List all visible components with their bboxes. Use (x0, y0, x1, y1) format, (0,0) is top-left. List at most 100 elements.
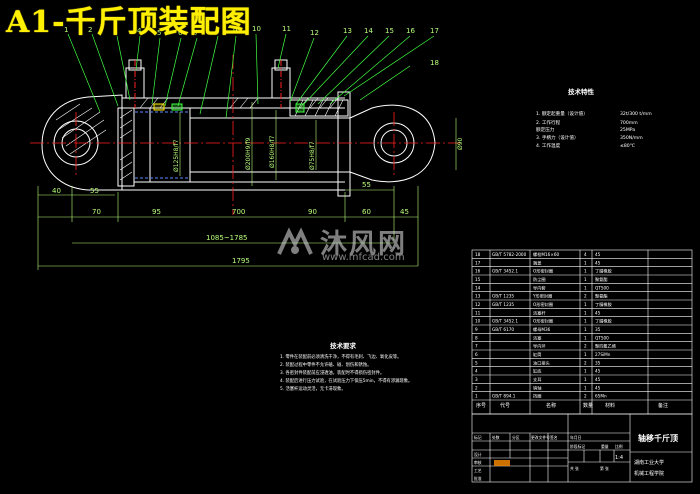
bom-cell-index: 1 (475, 394, 478, 399)
spec-value-2: 700mm (620, 120, 638, 126)
tb-label-scale: 比例 (615, 444, 623, 449)
bom-cell-name: 缸筒 (533, 351, 541, 358)
bom-cell-index: 16 (475, 269, 481, 274)
bom-cell-name: O形密封圈 (533, 268, 553, 275)
dim-40: 40 (52, 187, 61, 195)
bom-cell-qty: 2 (584, 360, 587, 365)
piston-seal-left (153, 103, 165, 111)
bom-cell-qty: 1 (584, 310, 587, 315)
bom-cell-qty: 1 (584, 285, 587, 290)
bom-cell-index: 3 (475, 377, 478, 382)
tb-label-count: 处数 (492, 435, 500, 440)
balloon-7: 7 (194, 29, 198, 37)
balloon-numbers: 1 2 3 4 5 6 7 8 9 10 11 12 13 14 15 16 1… (64, 25, 439, 67)
req-item-1: 1. 零件在装配前必须清洗干净，不得有毛刺、飞边、氧化皮等。 (280, 353, 401, 360)
dim-side-dia: Ø90 (457, 137, 464, 150)
spec-label-2: 2. 工作行程 (536, 119, 561, 126)
bom-cell-index: 12 (475, 302, 481, 307)
bom-cell-index: 8 (475, 335, 478, 340)
title-block-text: 标记 处数 分区 更改文件号 签名 年月日 设计 审核 工艺 批准 阶段标记 重… (474, 433, 678, 481)
bom-cell-material: 45 (595, 377, 601, 382)
bom-cell-material: 35 (595, 327, 601, 332)
bom-cell-name: 挡圈 (533, 393, 541, 400)
bom-cell-material: 45 (595, 260, 601, 265)
bom-cell-qty: 1 (584, 352, 587, 357)
dim-stroke-range: 1085~1785 (206, 234, 248, 242)
bom-cell-qty: 1 (584, 302, 587, 307)
bom-frame (471, 249, 693, 415)
bom-cell-material: 聚四氟乙烯 (595, 343, 616, 350)
bom-cell-index: 17 (475, 260, 481, 265)
bom-cell-name: 导向环 (533, 343, 546, 350)
balloon-8: 8 (215, 27, 219, 35)
jack-assembly (41, 59, 436, 197)
spec-label-4: 3. 手柄力（设计值） (536, 134, 579, 141)
bom-cell-material: 丁腈橡胶 (595, 301, 612, 308)
spec-value-4: 350N/mm (620, 135, 643, 141)
balloon-10: 10 (252, 25, 261, 33)
balloon-18: 18 (430, 59, 439, 67)
dim-90: 90 (308, 208, 317, 216)
bom-cell-index: 7 (475, 344, 478, 349)
bom-cell-index: 14 (475, 285, 481, 290)
bom-cell-qty: 1 (584, 260, 587, 265)
bom-cell-qty: 1 (584, 385, 587, 390)
dim-95: 95 (152, 208, 161, 216)
specs-heading: 技术特性 (568, 87, 595, 96)
bom-cell-qty: 1 (584, 269, 587, 274)
balloon-11: 11 (282, 25, 291, 33)
tb-label-approve: 批准 (474, 476, 482, 481)
balloon-17: 17 (430, 27, 439, 35)
dim-55-right: 55 (362, 181, 371, 189)
tech-specs: 技术特性 1. 额定起重量（设计值） 32t/300 t/mm 2. 工作行程 … (536, 87, 652, 149)
fit-lines (179, 102, 457, 186)
balloon-6: 6 (178, 29, 183, 37)
tb-label-sheet: 第 张 (600, 466, 609, 471)
watermark-url: www.mfcad.com (322, 252, 405, 263)
bom-cell-name: 支耳 (533, 376, 541, 383)
bom-cell-index: 9 (475, 327, 478, 332)
tb-label-change: 更改文件号 (531, 435, 550, 440)
spec-value-3: 25MPa (620, 127, 635, 133)
watermark-text: 沐风网 (320, 229, 407, 260)
req-item-4: 4. 装配后进行压力试验，在试验压力下保压5min，不得有渗漏现象。 (280, 377, 412, 384)
dim-55-left: 55 (90, 187, 99, 195)
bom-cell-material: QT500 (595, 285, 609, 290)
bom-cell-material: 35 (595, 360, 601, 365)
dimension-lines (37, 186, 419, 270)
bom-cell-name: Y形密封圈 (532, 293, 552, 300)
dimension-texts: 40 55 70 95 700 90 60 45 55 1085~1785 17… (52, 181, 409, 265)
tb-label-sheets: 共 张 (570, 466, 579, 471)
spec-label-1: 1. 额定起重量（设计值） (536, 110, 588, 117)
bom-cell-name: 活塞 (533, 334, 542, 341)
tb-label-sign: 签名 (550, 435, 558, 440)
balloon-3: 3 (113, 27, 117, 35)
bom-cell-name: 油口接头 (533, 359, 550, 366)
bom-cell-qty: 1 (584, 319, 587, 324)
tb-school-line2: 机械工程学院 (634, 470, 664, 477)
balloon-2: 2 (88, 26, 92, 34)
balloon-5: 5 (157, 29, 161, 37)
bom-cell-index: 15 (475, 277, 481, 282)
bom-cell-name: O形密封圈 (533, 318, 553, 325)
bom-cell-name: 防尘圈 (533, 276, 546, 283)
cylinder-bottom-hatch (119, 109, 133, 181)
bom-cell-material: 45 (595, 385, 601, 390)
guide-sleeve-hatch (294, 99, 344, 117)
tech-requirements: 技术要求 1. 零件在装配前必须清洗干净，不得有毛刺、飞边、氧化皮等。 2. 装… (280, 341, 412, 392)
spec-value-1: 32t/300 t/mm (620, 111, 652, 117)
bom-cell-name: 螺母M36 (533, 326, 551, 333)
bom-cell-qty: 1 (584, 335, 587, 340)
bom-cell-material: 丁腈橡胶 (595, 268, 612, 275)
